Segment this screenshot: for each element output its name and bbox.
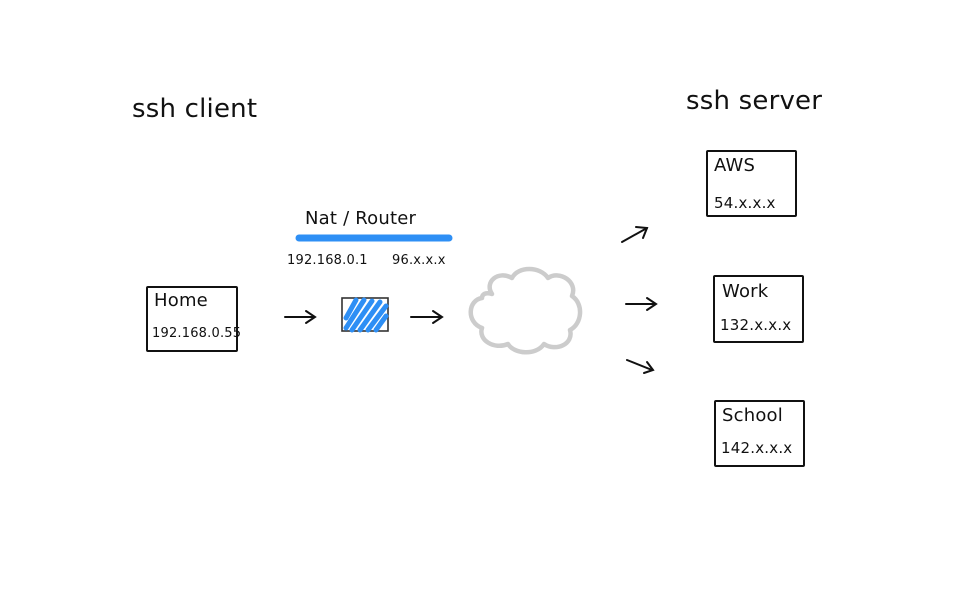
arrow-cloud-to-work	[625, 297, 658, 311]
arrow-router-to-cloud	[410, 310, 444, 324]
arrow-cloud-to-aws	[621, 226, 649, 243]
aws-node-label: AWS	[714, 155, 756, 176]
aws-node: AWS 54.x.x.x	[706, 150, 797, 217]
router-label: Nat / Router	[305, 208, 417, 229]
work-node-label: Work	[722, 281, 769, 302]
cloud-icon	[468, 266, 583, 355]
school-node-label: School	[722, 405, 783, 426]
router-wan-ip: 96.x.x.x	[392, 253, 446, 268]
router-icon	[341, 297, 389, 333]
home-node-ip: 192.168.0.55	[152, 326, 242, 341]
school-node-ip: 142.x.x.x	[721, 439, 793, 457]
ssh-server-heading: ssh server	[686, 86, 823, 116]
home-node: Home 192.168.0.55	[146, 286, 242, 352]
arrow-home-to-router	[284, 310, 317, 324]
arrow-cloud-to-school	[626, 359, 655, 374]
ssh-client-heading: ssh client	[132, 94, 258, 124]
home-node-label: Home	[154, 290, 208, 311]
work-node: Work 132.x.x.x	[713, 275, 804, 343]
router-lan-ip: 192.168.0.1	[287, 253, 368, 268]
aws-node-ip: 54.x.x.x	[714, 194, 776, 212]
work-node-ip: 132.x.x.x	[720, 316, 792, 334]
school-node: School 142.x.x.x	[714, 400, 805, 467]
